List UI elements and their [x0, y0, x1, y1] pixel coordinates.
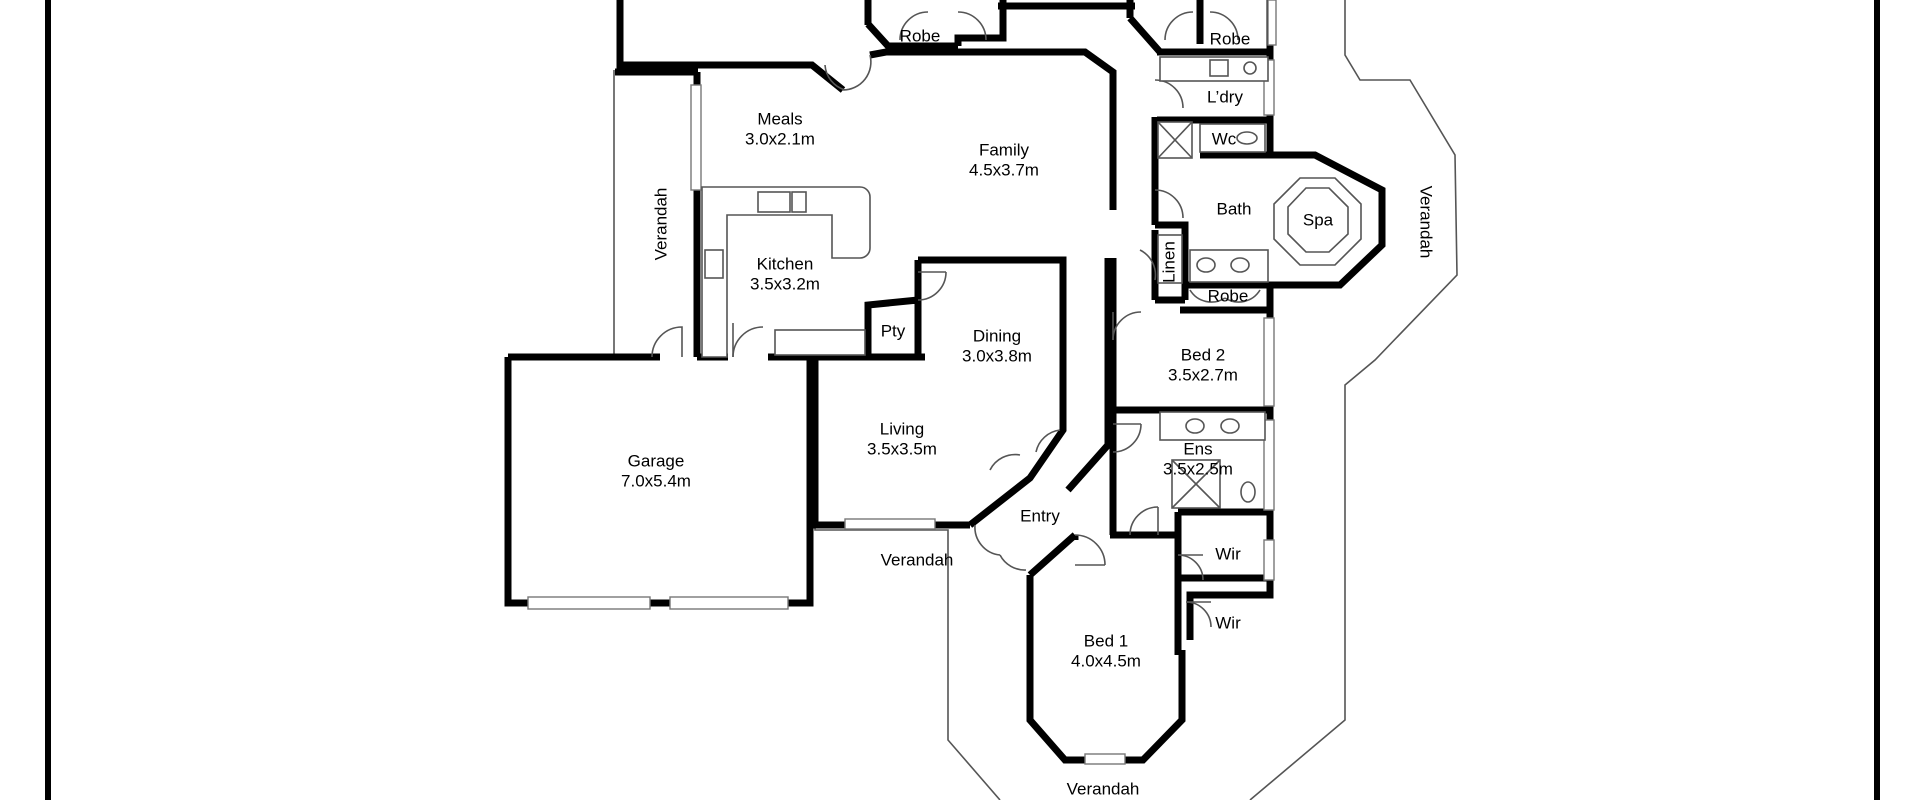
wc-label: Wc	[1212, 129, 1237, 148]
verandah-right-label: Verandah	[1417, 186, 1436, 259]
garage-name: Garage	[628, 451, 685, 470]
living-size: 3.5x3.5m	[867, 439, 937, 458]
dining-name: Dining	[973, 326, 1021, 345]
bath-label: Bath	[1217, 199, 1252, 218]
meals-name: Meals	[757, 109, 802, 128]
family-size: 4.5x3.7m	[969, 160, 1039, 179]
dining-size: 3.0x3.8m	[962, 346, 1032, 365]
robe-left-label: Robe	[900, 26, 941, 45]
entry-label: Entry	[1020, 506, 1060, 525]
spa-label: Spa	[1303, 210, 1334, 229]
meals-size: 3.0x2.1m	[745, 129, 815, 148]
linen-label: Linen	[1159, 241, 1178, 283]
room-labels: Meals 3.0x2.1m Family 4.5x3.7m Kitchen 3…	[621, 26, 1435, 798]
laundry-label: L’dry	[1207, 87, 1243, 106]
ens-size: 3.5x2.5m	[1163, 459, 1233, 478]
living-name: Living	[880, 419, 924, 438]
bed2-name: Bed 2	[1181, 345, 1225, 364]
windows	[527, 0, 1277, 765]
walls	[504, 0, 1386, 764]
verandah-bottom-label: Verandah	[1067, 779, 1140, 798]
kitchen-fixtures	[701, 186, 871, 358]
family-name: Family	[979, 140, 1030, 159]
ens-name: Ens	[1183, 439, 1212, 458]
wir-upper-label: Wir	[1215, 544, 1241, 563]
verandah-left-label: Verandah	[651, 188, 670, 261]
doors	[651, 11, 1261, 628]
robe-right-label: Robe	[1210, 29, 1251, 48]
pantry-label: Pty	[881, 321, 906, 340]
garage-size: 7.0x5.4m	[621, 471, 691, 490]
page-frame	[45, 0, 1880, 800]
robe-bed2-label: Robe	[1208, 286, 1249, 305]
kitchen-size: 3.5x3.2m	[750, 274, 820, 293]
bed2-size: 3.5x2.7m	[1168, 365, 1238, 384]
wir-lower-label: Wir	[1215, 613, 1241, 632]
kitchen-name: Kitchen	[757, 254, 814, 273]
bed1-name: Bed 1	[1084, 631, 1128, 650]
wet-area-fixtures	[1157, 56, 1362, 509]
verandah-front-label: Verandah	[881, 550, 954, 569]
verandah-outlines	[613, 0, 1458, 800]
bed1-size: 4.0x4.5m	[1071, 651, 1141, 670]
